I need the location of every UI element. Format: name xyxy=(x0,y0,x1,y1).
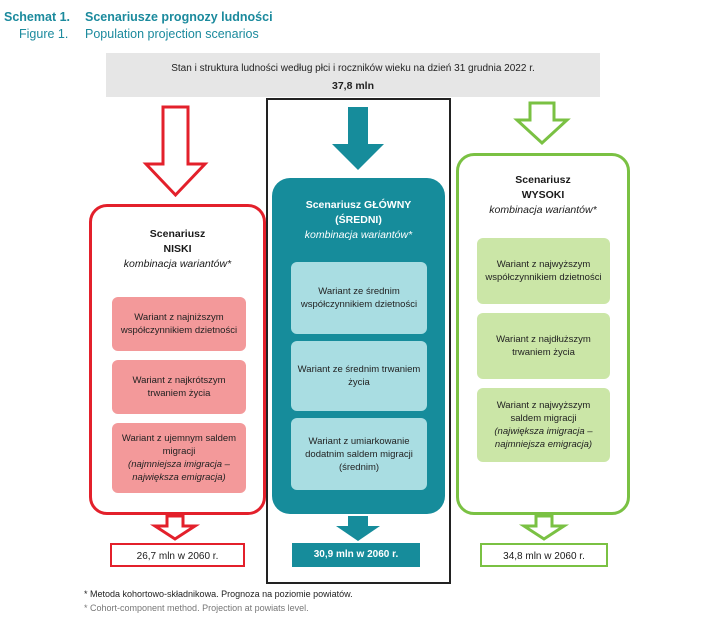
low-variant-fertility: Wariant z najniższym współczynnikiem dzi… xyxy=(112,297,246,351)
main-variant-lifespan: Wariant ze średnim trwaniem życia xyxy=(291,341,427,411)
main-result-box: 30,9 mln w 2060 r. xyxy=(292,543,420,567)
variant-text: Wariant z ujemnym saldem migracji xyxy=(121,433,237,457)
main-down-arrow-icon xyxy=(332,107,384,170)
variant-text: Wariant z najwyższym saldem migracji xyxy=(496,400,591,424)
low-variant-lifespan: Wariant z najkrótszym trwaniem życia xyxy=(112,360,246,414)
main-scenario-subtitle: kombinacja wariantów* xyxy=(304,229,413,241)
high-scenario-card: Scenariusz WYSOKI kombinacja wariantów* … xyxy=(456,153,630,515)
high-scenario-heading: Scenariusz xyxy=(515,174,571,186)
variant-note: (największa imigracja – najmniejsza emig… xyxy=(494,426,593,450)
low-scenario-name: NISKI xyxy=(163,243,192,255)
footnote-pl: * Metoda kohortowo-składnikowa. Prognoza… xyxy=(84,589,353,599)
initial-population-description: Stan i struktura ludności według płci i … xyxy=(171,63,535,74)
low-variant-migration: Wariant z ujemnym saldem migracji (najmn… xyxy=(112,423,246,493)
variant-text: Wariant z najkrótszym trwaniem życia xyxy=(132,375,226,399)
main-scenario-frame xyxy=(266,98,451,584)
low-scenario-subtitle: kombinacja wariantów* xyxy=(123,258,232,270)
main-scenario-card: Scenariusz GŁÓWNY (ŚREDNI) kombinacja wa… xyxy=(272,178,445,514)
high-down-arrow-icon xyxy=(513,101,571,146)
main-variant-fertility: Wariant ze średnim współczynnikiem dziet… xyxy=(291,262,427,334)
figure-title-pl: Scenariusze prognozy ludności xyxy=(85,10,273,24)
main-scenario-header: Scenariusz GŁÓWNY (ŚREDNI) kombinacja wa… xyxy=(272,198,445,243)
variant-text: Wariant z umiarkowanie dodatnim saldem m… xyxy=(305,435,413,473)
variant-text: Wariant z najwyższym współczynnikiem dzi… xyxy=(485,259,602,283)
low-result-arrow-icon xyxy=(149,514,201,541)
high-result-box: 34,8 mln w 2060 r. xyxy=(480,543,608,567)
low-scenario-header: Scenariusz NISKI kombinacja wariantów* xyxy=(92,227,263,272)
high-variant-lifespan: Wariant z najdłuższym trwaniem życia xyxy=(477,313,610,379)
figure-label-pl: Schemat 1. xyxy=(4,10,71,24)
low-scenario-heading: Scenariusz xyxy=(149,228,206,240)
variant-text: Wariant ze średnim trwaniem życia xyxy=(297,364,421,388)
initial-population-value: 37,8 mln xyxy=(331,80,375,92)
high-result-arrow-icon xyxy=(518,514,570,541)
low-scenario-card: Scenariusz NISKI kombinacja wariantów* W… xyxy=(89,204,266,515)
main-scenario-heading: Scenariusz GŁÓWNY xyxy=(305,199,412,211)
footnote-en: * Cohort-component method. Projection at… xyxy=(84,603,309,613)
high-scenario-subtitle: kombinacja wariantów* xyxy=(489,204,597,216)
main-variant-migration: Wariant z umiarkowanie dodatnim saldem m… xyxy=(291,418,427,490)
high-variant-migration: Wariant z najwyższym saldem migracji (na… xyxy=(477,388,610,462)
variant-text: Wariant ze średnim współczynnikiem dziet… xyxy=(300,286,418,310)
high-scenario-header: Scenariusz WYSOKI kombinacja wariantów* xyxy=(459,173,627,218)
low-down-arrow-icon xyxy=(142,105,209,198)
variant-text: Wariant z najniższym współczynnikiem dzi… xyxy=(120,312,238,336)
main-result-arrow-icon xyxy=(336,516,380,541)
high-scenario-name: WYSOKI xyxy=(521,189,565,201)
low-result-box: 26,7 mln w 2060 r. xyxy=(110,543,245,567)
figure-title-en: Population projection scenarios xyxy=(85,27,259,41)
variant-text: Wariant z najdłuższym trwaniem życia xyxy=(496,334,591,358)
main-scenario-name: (ŚREDNI) xyxy=(335,214,382,226)
initial-population-box: Stan i struktura ludności według płci i … xyxy=(106,53,600,97)
variant-note: (najmniejsza imigracja – największa emig… xyxy=(128,459,230,483)
high-variant-fertility: Wariant z najwyższym współczynnikiem dzi… xyxy=(477,238,610,304)
figure-label-en: Figure 1. xyxy=(19,27,69,41)
